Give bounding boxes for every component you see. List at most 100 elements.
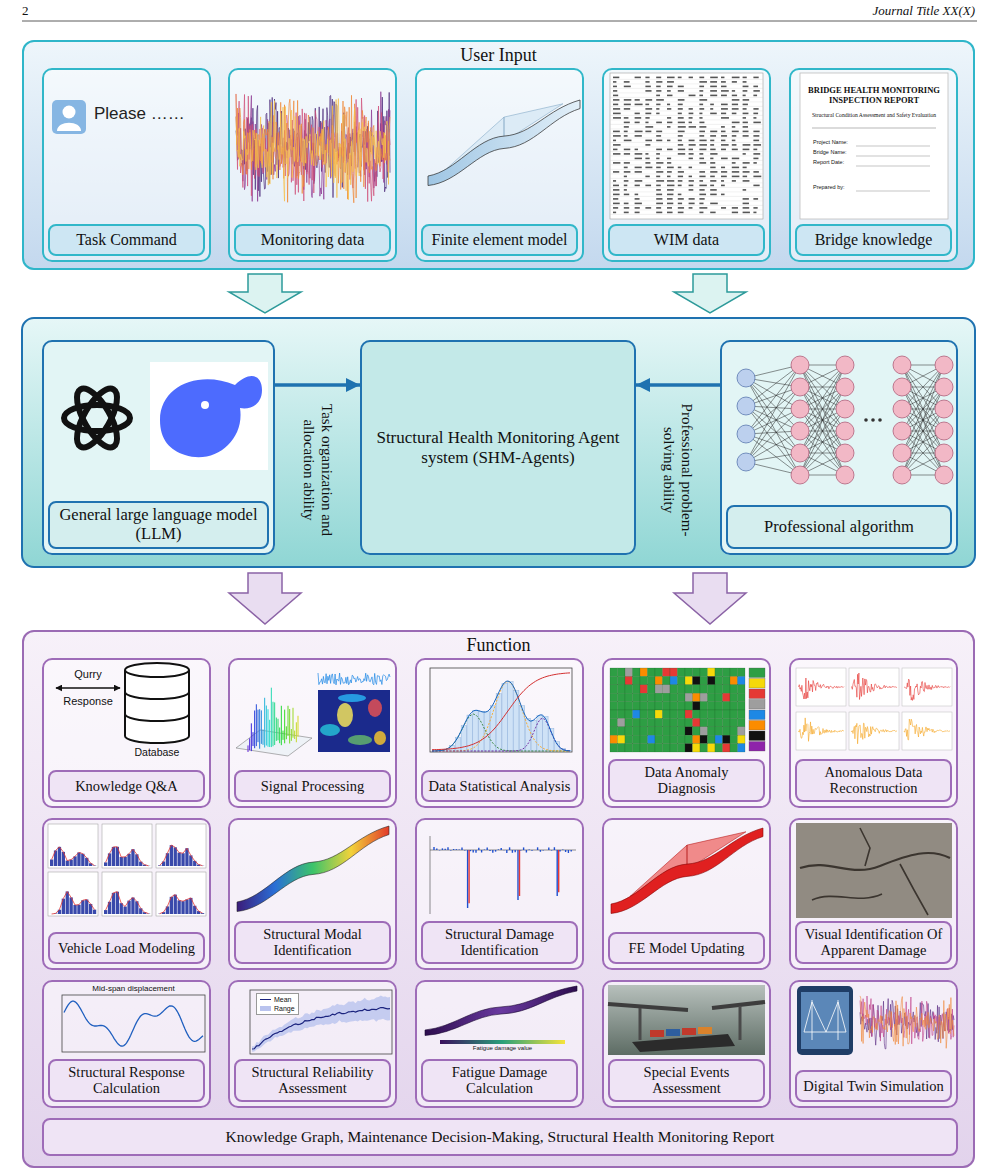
- table-cell: [656, 104, 660, 106]
- table-cell: [753, 140, 759, 142]
- network-link: [902, 365, 944, 431]
- table-rule: [610, 106, 763, 107]
- damage-bar: [548, 848, 549, 850]
- anomaly-cell: [700, 702, 708, 710]
- table-cell: [721, 135, 727, 137]
- line-part: [856, 166, 930, 167]
- text-label: Report Date:: [813, 159, 873, 165]
- table-cell: [699, 122, 704, 124]
- anomaly-cell: [610, 685, 618, 693]
- table-cell: [678, 126, 686, 128]
- ellipse-part: [125, 663, 189, 677]
- table-cell: [721, 113, 726, 115]
- damage-bar: [461, 848, 462, 850]
- spectrum-spike: [298, 716, 299, 737]
- table-cell: [678, 167, 682, 169]
- fatigue-bridge: [425, 986, 577, 1036]
- plot-axes: [430, 668, 572, 752]
- anomaly-cell: [693, 718, 701, 726]
- network-neuron: [836, 466, 854, 484]
- table-cell: [678, 99, 685, 101]
- mini-plot: [796, 712, 846, 750]
- response-curve: [64, 1001, 203, 1046]
- table-rule: [610, 128, 763, 129]
- box-fill: [228, 68, 397, 262]
- table-cell: [710, 189, 717, 191]
- table-rule: [610, 205, 763, 206]
- signal-wave: [851, 673, 897, 700]
- network-neuron: [737, 453, 755, 471]
- function-box: Structural Response Calculation: [42, 980, 211, 1108]
- mini-plot: [796, 668, 846, 706]
- damage-bar: [459, 849, 460, 851]
- damage-bar: [529, 849, 530, 851]
- table-cell: [699, 77, 704, 79]
- box-fill: [720, 340, 958, 555]
- anomaly-cell: [723, 735, 731, 743]
- anomaly-cell: [648, 735, 656, 743]
- box-fill: [602, 980, 771, 1108]
- table-cell: [710, 171, 717, 173]
- spectrogram-blob: [368, 699, 382, 717]
- table-cell: [667, 140, 670, 142]
- histogram-bar: [174, 847, 177, 866]
- box-fill: [789, 980, 958, 1108]
- anomaly-cell: [678, 668, 686, 676]
- spectrum-spike: [278, 719, 279, 741]
- table-cell: [699, 176, 705, 178]
- ellipsis-dot: [871, 418, 875, 422]
- block-arrow: [674, 573, 746, 624]
- histogram-bar: [73, 856, 76, 866]
- table-cell: [645, 126, 653, 128]
- table-cell: [721, 144, 729, 146]
- anomaly-legend-block: [749, 679, 765, 689]
- anomaly-cell: [670, 727, 678, 735]
- table-cell: [699, 203, 703, 205]
- box-label: Digital Twin Simulation: [795, 1070, 952, 1102]
- text-label: Response: [52, 695, 124, 708]
- block-arrow: [674, 274, 746, 313]
- network-link: [800, 365, 845, 431]
- table-cell: [689, 77, 693, 79]
- table-cell: [689, 153, 694, 155]
- function-box: Special Events Assessment: [602, 980, 771, 1108]
- table-cell: [635, 113, 640, 115]
- anomaly-cell: [670, 718, 678, 726]
- table-cell: [656, 176, 660, 178]
- network-link: [902, 365, 944, 431]
- table-cell: [613, 90, 617, 92]
- histogram-bar: [58, 847, 61, 866]
- anomaly-cell: [663, 685, 671, 693]
- table-cell: [753, 176, 761, 178]
- table-cell: [667, 171, 672, 173]
- table-cell: [613, 207, 618, 209]
- table-cell: [721, 77, 724, 79]
- table-cell: [667, 185, 674, 187]
- table-cell: [710, 194, 717, 196]
- spectrum-spike: [254, 711, 255, 749]
- histogram-bar: [81, 854, 84, 866]
- anomaly-cell: [678, 676, 686, 684]
- function-box: Visual Identification Of Apparent Damage: [789, 818, 958, 970]
- table-rule: [610, 151, 763, 152]
- table-cell: [721, 126, 725, 128]
- table-cell: [624, 189, 627, 191]
- anomaly-cell: [670, 685, 678, 693]
- anomaly-cell: [693, 744, 701, 752]
- anomaly-cell: [685, 710, 693, 718]
- spectrogram-blob: [348, 735, 372, 745]
- spectrogram: [318, 690, 390, 752]
- ellipsis-dot: [878, 418, 882, 422]
- anomaly-cell: [670, 693, 678, 701]
- table-cell: [699, 131, 705, 133]
- spectrum-spike: [286, 726, 287, 739]
- anomaly-cell: [730, 702, 738, 710]
- box-fill: [602, 818, 771, 970]
- table-rule: [610, 191, 763, 192]
- mini-plot: [102, 872, 152, 916]
- table-cell: [732, 131, 739, 133]
- table-cell: [656, 207, 661, 209]
- network-neuron: [791, 444, 809, 462]
- table-cell: [710, 144, 714, 146]
- task-icon: [52, 100, 86, 134]
